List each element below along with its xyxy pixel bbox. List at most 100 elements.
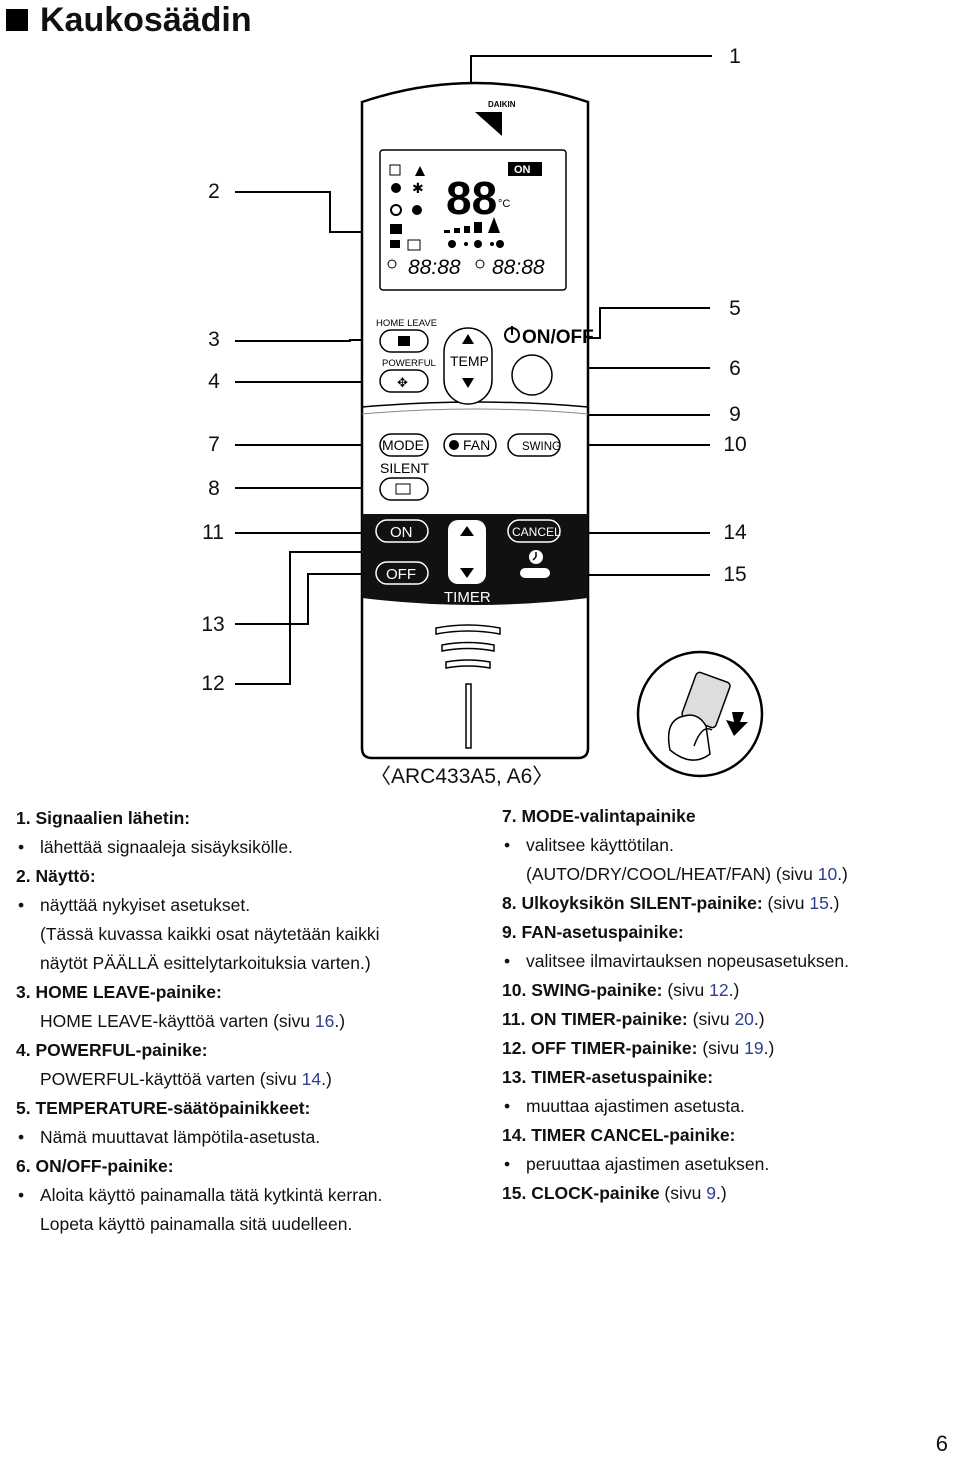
page-header: Kaukosäädin — [6, 0, 252, 40]
item-bullet: valitsee ilmavirtauksen nopeusasetuksen. — [502, 947, 849, 976]
list-item: 3. HOME LEAVE-painike: HOME LEAVE-käyttö… — [16, 978, 382, 1036]
page-link[interactable]: 15 — [809, 893, 829, 913]
item-number: 13. — [502, 1067, 527, 1087]
timer-down-icon[interactable] — [460, 568, 474, 578]
cancel-button[interactable] — [507, 519, 561, 543]
item-number: 6. — [16, 1156, 31, 1176]
item-continuation: näytöt PÄÄLLÄ esittelytarkoituksia varte… — [40, 953, 371, 973]
fan-label: FAN — [463, 437, 490, 453]
page-link[interactable]: 20 — [734, 1009, 754, 1029]
item-number: 3. — [16, 982, 31, 1002]
clock-button[interactable] — [520, 568, 550, 578]
item-number: 8. — [502, 893, 517, 913]
item-bullet: näyttää nykyiset asetukset. — [16, 891, 382, 920]
item-title: SWING-painike: — [531, 980, 663, 1000]
callout-14: 14 — [723, 521, 747, 544]
list-item: 7. MODE-valintapainike valitsee käyttöti… — [502, 802, 849, 889]
callout-15: 15 — [723, 563, 747, 586]
cancel-label: CANCEL — [512, 525, 561, 539]
cover-slot — [465, 683, 472, 749]
item-bullet: muuttaa ajastimen asetusta. — [502, 1092, 849, 1121]
callout-3: 3 — [208, 328, 220, 351]
angle-left-icon: 〈 — [370, 765, 391, 788]
powerful-button[interactable] — [379, 369, 429, 393]
angle-right-icon: 〉 — [532, 765, 554, 788]
callout-10: 10 — [723, 433, 747, 456]
timer-rocker[interactable] — [448, 520, 486, 584]
item-bullet: Nämä muuttavat lämpötila-asetusta. — [16, 1123, 382, 1152]
page-link[interactable]: 19 — [744, 1038, 764, 1058]
powerful-label: POWERFUL — [382, 358, 436, 369]
item-title: TEMPERATURE-säätöpainikkeet: — [35, 1098, 311, 1118]
item-number: 1. — [16, 808, 31, 828]
list-item: 10. SWING-painike: (sivu 12.) — [502, 980, 740, 1000]
item-continuation: (Tässä kuvassa kaikki osat näytetään kai… — [40, 924, 380, 944]
list-item: 1. Signaalien lähetin: lähettää signaale… — [16, 804, 382, 862]
item-bullet: lähettää signaaleja sisäyksikölle. — [16, 833, 382, 862]
item-description: HOME LEAVE-käyttöä varten (sivu 16.) — [40, 1011, 346, 1031]
swing-button[interactable] — [507, 433, 561, 457]
silent-button[interactable] — [379, 477, 429, 501]
fan-icon — [449, 440, 459, 450]
item-bullet: valitsee käyttötilan. — [502, 831, 849, 860]
callout-1: 1 — [729, 45, 741, 68]
item-title: TIMER CANCEL-painike: — [531, 1125, 736, 1145]
list-item: 4. POWERFUL-painike: POWERFUL-käyttöä va… — [16, 1036, 382, 1094]
list-item: 15. CLOCK-painike (sivu 9.) — [502, 1183, 727, 1203]
page-link[interactable]: 16 — [314, 1011, 335, 1031]
item-bullet: peruuttaa ajastimen asetuksen. — [502, 1150, 849, 1179]
list-item: 11. ON TIMER-painike: (sivu 20.) — [502, 1009, 765, 1029]
timer1-digits: 88:88 — [408, 256, 461, 279]
svg-text:✱: ✱ — [412, 180, 424, 196]
page-link[interactable]: 12 — [709, 980, 729, 1000]
item-continuation: Lopeta käyttö painamalla sitä uudelleen. — [40, 1214, 353, 1234]
list-item: 8. Ulkoyksikön SILENT-painike: (sivu 15.… — [502, 893, 840, 913]
on-off-button[interactable] — [511, 354, 553, 396]
list-item: 14. TIMER CANCEL-painike: peruuttaa ajas… — [502, 1121, 849, 1179]
item-number: 5. — [16, 1098, 31, 1118]
lcd-display — [379, 149, 567, 291]
timer-off-button[interactable] — [375, 561, 429, 585]
item-number: 4. — [16, 1040, 31, 1060]
right-description-list: 7. MODE-valintapainike valitsee käyttöti… — [502, 802, 849, 1208]
list-item: 9. FAN-asetuspainike: valitsee ilmavirta… — [502, 918, 849, 976]
callout-2: 2 — [208, 180, 220, 203]
item-number: 15. — [502, 1183, 527, 1203]
page-link[interactable]: 10 — [817, 864, 838, 884]
callout-13: 13 — [201, 613, 225, 636]
timer-on-button[interactable] — [375, 519, 429, 543]
list-item: 2. Näyttö: näyttää nykyiset asetukset. (… — [16, 862, 382, 978]
callout-7: 7 — [208, 433, 220, 456]
home-leave-label: HOME LEAVE — [376, 318, 437, 329]
model-label: 〈ARC433A5, A6〉 — [370, 760, 553, 790]
item-title: TIMER-asetuspainike: — [531, 1067, 714, 1087]
mode-label: MODE — [382, 437, 424, 453]
page-title: Kaukosäädin — [40, 0, 252, 39]
temp-up-icon[interactable] — [462, 334, 474, 344]
page-link[interactable]: 14 — [301, 1069, 322, 1089]
callout-8: 8 — [208, 477, 220, 500]
callout-6: 6 — [729, 357, 741, 380]
callout-4: 4 — [208, 370, 220, 393]
mode-button[interactable] — [379, 433, 429, 457]
hand-inset-icon — [636, 650, 764, 778]
temp-unit: °C — [498, 198, 510, 210]
item-number: 7. — [502, 806, 517, 826]
timer2-digits: 88:88 — [492, 256, 545, 279]
temp-rocker[interactable] — [443, 327, 493, 405]
callout-11: 11 — [202, 521, 224, 544]
silent-label: SILENT — [380, 460, 429, 476]
item-title: Näyttö: — [35, 866, 96, 886]
fan-button[interactable] — [443, 433, 497, 457]
list-item: 13. TIMER-asetuspainike: muuttaa ajastim… — [502, 1063, 849, 1121]
on-off-label: ON/OFF — [522, 327, 594, 348]
swing-label: SWING — [522, 441, 561, 453]
timer-up-icon[interactable] — [460, 526, 474, 536]
list-item: 12. OFF TIMER-painike: (sivu 19.) — [502, 1038, 775, 1058]
temp-down-icon[interactable] — [462, 378, 474, 388]
page-link[interactable]: 9 — [706, 1183, 716, 1203]
item-continuation: (AUTO/DRY/COOL/HEAT/FAN) (sivu 10.) — [526, 864, 848, 884]
item-title: ON/OFF-painike: — [35, 1156, 174, 1176]
item-title: FAN-asetuspainike: — [521, 922, 684, 942]
item-number: 11. — [502, 1009, 526, 1029]
